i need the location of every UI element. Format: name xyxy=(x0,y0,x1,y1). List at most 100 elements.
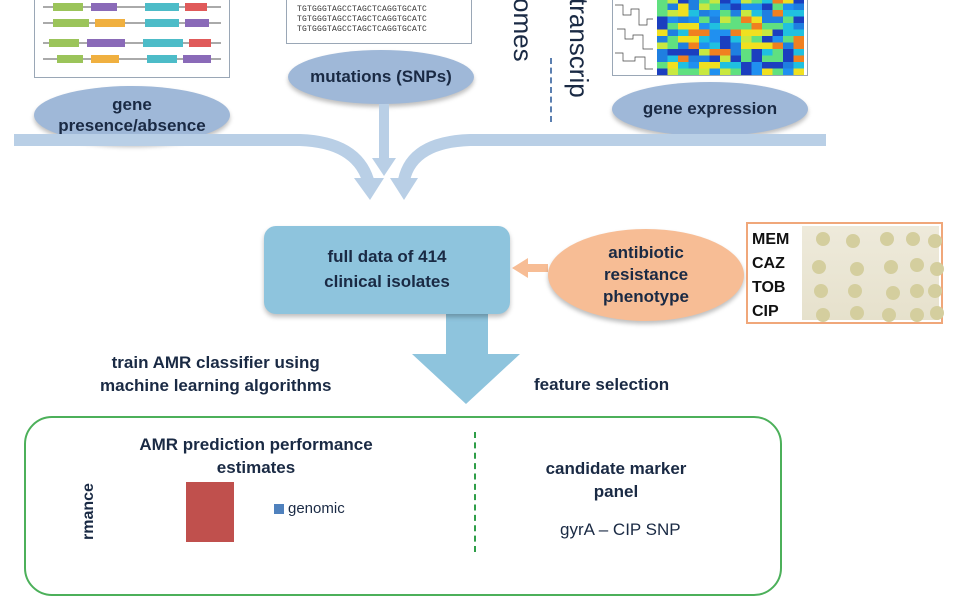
heatmap-cell xyxy=(793,62,804,69)
heatmap-cell xyxy=(678,62,689,69)
heatmap-cell xyxy=(678,36,689,43)
heatmap-cell xyxy=(678,23,689,30)
antibiotic-plate-image: MEM CAZ TOB CIP xyxy=(746,222,944,324)
plate-dot xyxy=(930,262,944,276)
phenotype-line3: phenotype xyxy=(603,287,689,307)
heatmap-cell xyxy=(720,68,731,75)
plate-photo xyxy=(802,226,944,322)
heatmap-cell xyxy=(741,49,752,56)
heatmap-cell xyxy=(751,29,762,36)
heatmap-cell xyxy=(699,62,710,69)
heatmap-cell xyxy=(741,55,752,62)
heatmap-cell xyxy=(678,3,689,10)
heatmap-cell xyxy=(772,23,783,30)
heatmap-cell xyxy=(709,3,720,10)
plate-dot xyxy=(906,232,920,246)
heatmap-cell xyxy=(699,49,710,56)
phenotype-line2: resistance xyxy=(603,264,689,284)
heatmap-cell xyxy=(657,68,668,75)
heatmap-cell xyxy=(720,42,731,49)
heatmap-cell xyxy=(772,36,783,43)
performance-title: AMR prediction performance estimates xyxy=(118,434,394,480)
heatmap-cell xyxy=(772,3,783,10)
heatmap-cell xyxy=(762,10,773,17)
heatmap-cell xyxy=(772,29,783,36)
heatmap-cell xyxy=(720,23,731,30)
heatmap-cell xyxy=(657,16,668,23)
heatmap-cell xyxy=(709,16,720,23)
heatmap-cell xyxy=(720,0,731,4)
heatmap-cell xyxy=(762,3,773,10)
heatmap-cell xyxy=(720,55,731,62)
plate-label: TOB xyxy=(752,279,786,296)
heatmap-cell xyxy=(709,68,720,75)
plate-dot xyxy=(850,306,864,320)
heatmap-cell xyxy=(720,16,731,23)
heatmap-cell xyxy=(793,55,804,62)
heatmap-cell xyxy=(709,55,720,62)
heatmap-cell xyxy=(772,49,783,56)
marker-line1: candidate marker xyxy=(545,459,687,478)
heatmap-cell xyxy=(762,62,773,69)
heatmap-cell xyxy=(720,36,731,43)
phenotype-label: antibiotic resistance phenotype xyxy=(548,229,744,321)
heatmap-cell xyxy=(772,42,783,49)
heatmap-cell xyxy=(783,10,794,17)
heatmap-cell xyxy=(793,49,804,56)
heatmap-cell xyxy=(751,10,762,17)
heatmap-cell xyxy=(793,10,804,17)
heatmap-cell xyxy=(762,36,773,43)
heatmap-cell xyxy=(699,16,710,23)
heatmap-cell xyxy=(741,16,752,23)
marker-line2: panel xyxy=(593,481,639,501)
heatmap-cell xyxy=(678,10,689,17)
legend: genomic xyxy=(274,500,345,517)
heatmap-cell xyxy=(709,23,720,30)
heatmap-cell xyxy=(751,55,762,62)
left-arrow-head xyxy=(354,178,384,200)
heatmap-cell xyxy=(699,3,710,10)
heatmap-cell xyxy=(783,16,794,23)
heatmap-cell xyxy=(730,49,741,56)
heatmap-cell xyxy=(793,16,804,23)
seq-line: TGTGGGTAGCCTAGCTCAGGTGCATC xyxy=(297,5,428,14)
heatmap-cell xyxy=(772,16,783,23)
heatmap-cell xyxy=(720,62,731,69)
heatmap-cell xyxy=(709,29,720,36)
heatmap-cell xyxy=(720,10,731,17)
heatmap-cell xyxy=(783,42,794,49)
gene-arrows-graphic xyxy=(43,3,221,63)
heatmap-cell xyxy=(720,49,731,56)
heatmap-cell xyxy=(772,62,783,69)
heatmap-cell xyxy=(730,62,741,69)
center-arrow-head xyxy=(372,158,396,176)
heatmap-cell xyxy=(762,16,773,23)
heatmap-cell xyxy=(688,0,699,4)
heatmap-cell xyxy=(793,36,804,43)
marker-item: gyrA – CIP SNP xyxy=(560,520,681,539)
performance-line2: estimates xyxy=(216,457,296,477)
divider-dashed xyxy=(550,58,552,122)
isolates-line2: clinical isolates xyxy=(324,272,450,291)
heatmap-cell xyxy=(699,29,710,36)
heatmap-cell xyxy=(751,49,762,56)
heatmap-cell xyxy=(751,16,762,23)
heatmap-cell xyxy=(783,23,794,30)
heatmap-cell xyxy=(730,16,741,23)
heatmap-cell xyxy=(667,68,678,75)
heatmap-cell xyxy=(762,68,773,75)
plate-dot xyxy=(886,286,900,300)
phenotype-line1: antibiotic xyxy=(608,242,684,262)
train-line1: train AMR classifier using xyxy=(111,353,320,372)
gene-presence-line2: presence/absence xyxy=(58,116,206,135)
plate-dot xyxy=(930,306,944,320)
heatmap-cell xyxy=(709,62,720,69)
heatmap-cell xyxy=(678,16,689,23)
heatmap-cell xyxy=(783,0,794,4)
snp-label: mutations (SNPs) xyxy=(288,50,474,104)
heatmap-cell xyxy=(720,3,731,10)
heatmap-cell xyxy=(678,29,689,36)
heatmap-cell xyxy=(667,23,678,30)
heatmap-cell xyxy=(793,3,804,10)
heatmap-cell xyxy=(751,36,762,43)
